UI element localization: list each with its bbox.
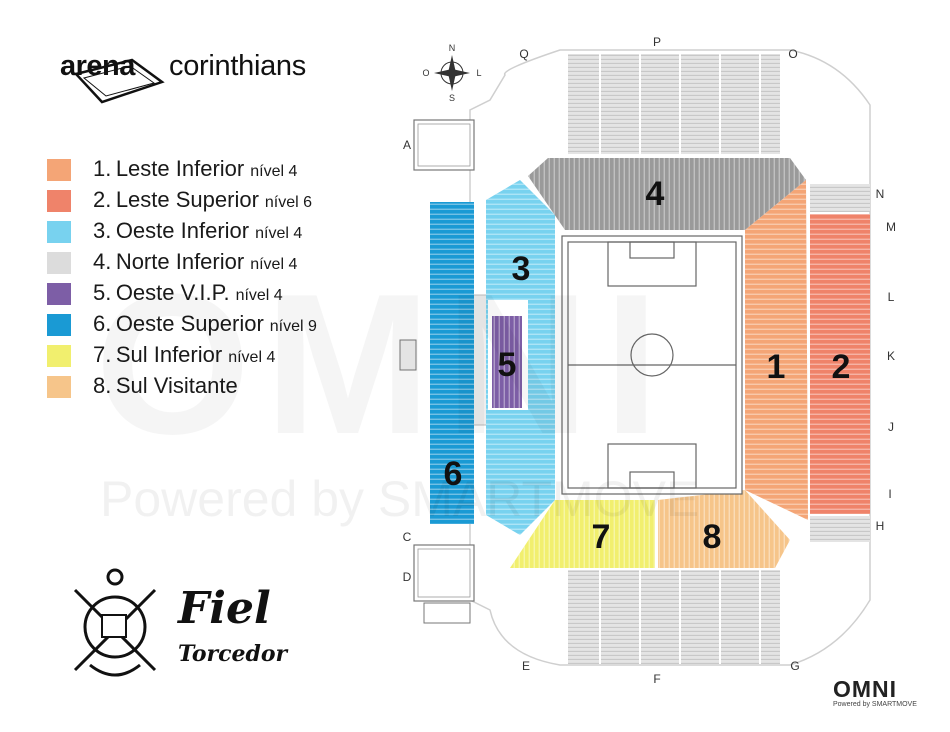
sector-8-number: 8 (703, 518, 722, 556)
gate-j-label: J (888, 420, 894, 434)
sector-7-number: 7 (592, 518, 611, 556)
sector-5-number: 5 (498, 346, 517, 384)
legend-num: 5. (93, 280, 112, 305)
legend-name: Sul Visitante (115, 373, 238, 398)
sector-8-sul-visitante[interactable] (658, 490, 790, 568)
omni-logo: OMNI Powered by SMARTMOVE (833, 676, 933, 716)
brand-arena-text: arena (60, 50, 135, 82)
sector-1-leste-inferior[interactable] (745, 180, 808, 520)
legend-num: 1. (93, 156, 112, 181)
gate-k-label: K (887, 349, 895, 363)
sector-4-norte-inferior[interactable] (528, 158, 806, 230)
legend-name: Leste Superior (115, 187, 259, 212)
legend-level: nível 4 (255, 225, 303, 242)
stadium-seating-map: 1 2 3 4 5 6 7 8 A C D E F G H I J K L M … (399, 35, 896, 686)
gate-p-label: P (653, 35, 661, 49)
football-pitch (561, 235, 743, 495)
fiel-word: Fiel (176, 583, 271, 634)
compass-n: N (449, 43, 456, 53)
sector-6-number: 6 (444, 455, 463, 493)
sector-3-number: 3 (512, 250, 531, 288)
legend-swatch (47, 252, 71, 274)
legend-name: Oeste V.I.P. (115, 280, 230, 305)
brand-club-text: corinthians (169, 50, 306, 82)
legend-swatch (47, 376, 71, 398)
sector-6-oeste-superior[interactable] (430, 202, 474, 524)
compass-rose-icon: N S O L (422, 43, 481, 103)
legend-level: nível 9 (269, 318, 317, 335)
sector-5-oeste-vip[interactable] (492, 316, 522, 408)
gate-f-label: F (653, 672, 660, 686)
torcedor-word: Torcedor (178, 641, 289, 667)
legend-num: 2. (93, 187, 112, 212)
watermark-big-text: OMNI (95, 250, 673, 480)
omni-powered-text: Powered by SMARTMOVE (833, 701, 917, 708)
legend-name: Leste Inferior (115, 156, 245, 181)
corinthians-crest-icon: Fiel Torcedor (73, 568, 289, 677)
compass-o: O (422, 68, 429, 78)
sector-7-sul-inferior[interactable] (510, 500, 655, 568)
south-upper-stand (568, 570, 780, 664)
legend-swatch (47, 314, 71, 336)
sector-2-leste-superior[interactable] (810, 214, 870, 514)
legend-level: nível 4 (228, 349, 276, 366)
legend-level: nível 4 (235, 287, 283, 304)
gate-c-label: C (403, 530, 412, 544)
legend-swatch (47, 159, 71, 181)
omni-wordmark: OMNI (833, 676, 898, 702)
legend-name: Norte Inferior (115, 249, 245, 274)
gate-d-label: D (403, 570, 412, 584)
gate-q-label: Q (519, 47, 528, 61)
legend-swatch (47, 221, 71, 243)
legend-swatch (47, 190, 71, 212)
legend-level: nível 4 (250, 256, 298, 273)
legend-num: 3. (93, 218, 112, 243)
legend-name: Sul Inferior (115, 342, 223, 367)
arena-roof-outline-icon (73, 58, 165, 104)
legend-name: Oeste Superior (115, 311, 264, 336)
stadium-outline (469, 49, 871, 666)
gate-n-label: N (876, 187, 885, 201)
legend-num: 4. (93, 249, 112, 274)
legend-num: 6. (93, 311, 112, 336)
gate-o-label: O (788, 47, 797, 61)
gate-i-label: I (888, 487, 891, 501)
legend-name: Oeste Inferior (115, 218, 250, 243)
legend-level: nível 4 (250, 163, 298, 180)
legend-swatch (47, 283, 71, 305)
sector-4-number: 4 (646, 175, 665, 213)
fiel-torcedor-logo: Fiel Torcedor (60, 565, 320, 700)
gate-g-label: G (790, 659, 799, 673)
arena-corinthians-logo: arena corinthians (58, 44, 378, 104)
east-corner-stands (810, 184, 870, 542)
sector-2-number: 2 (832, 348, 851, 386)
compass-l: L (476, 68, 481, 78)
gate-h-label: H (876, 519, 885, 533)
sector-1-number: 1 (767, 348, 786, 386)
gate-m-label: M (886, 220, 896, 234)
gate-e-label: E (522, 659, 530, 673)
legend-num: 7. (93, 342, 112, 367)
gate-l-label: L (888, 290, 895, 304)
gate-a-label: A (403, 138, 411, 152)
legend-level: nível 6 (264, 194, 313, 211)
north-upper-stand (568, 54, 780, 154)
legend-num: 8. (93, 373, 112, 398)
compass-s: S (449, 93, 455, 103)
watermark-text: Powered by SMARTMOVE (100, 471, 700, 527)
legend-swatch (47, 345, 71, 367)
